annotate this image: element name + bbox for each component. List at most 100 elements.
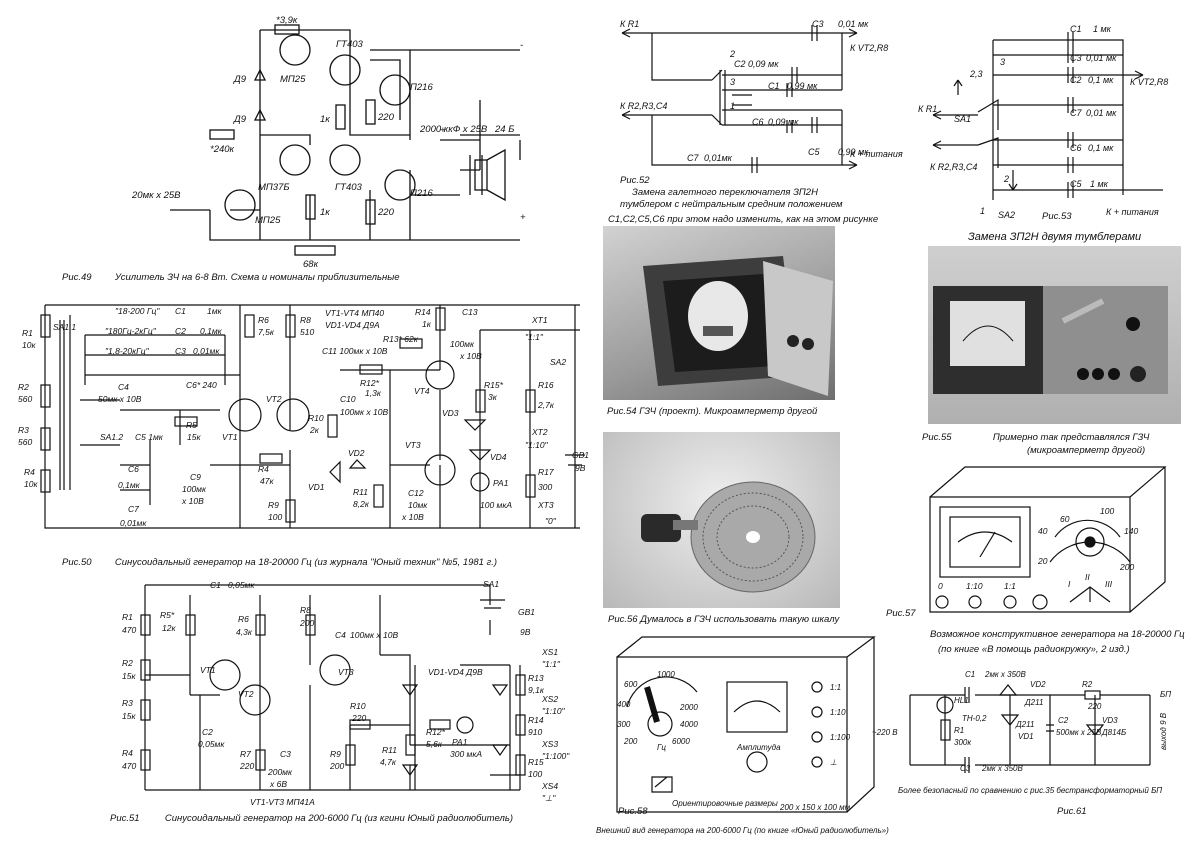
fig50-label: C9 [190, 472, 201, 482]
fig50-label: R4 [258, 464, 269, 474]
fig50-label: PA1 [493, 478, 509, 488]
two-toggles-schematic-fig53: C1 1 мк C3 0,01 мк C2 0,1 мк 2,3 3 К VT2… [918, 24, 1168, 220]
fig51-label: C4 [335, 630, 346, 640]
fig50-label: 47к [260, 476, 274, 486]
fig49-label: *240к [210, 144, 235, 155]
fig53-label: 3 [1000, 57, 1005, 67]
fig50-label: R17 [538, 467, 554, 477]
fig51-label: 200 [329, 761, 344, 771]
fig58-label: 1:10 [830, 708, 846, 717]
fig51-label: R12* [426, 727, 446, 737]
fig49-label: 1к [320, 114, 330, 125]
fig58-label: 4000 [680, 720, 698, 729]
fig50-label: 100 [268, 512, 282, 522]
fig50-label: 100мк [182, 484, 207, 494]
fig50-label: C2 [175, 326, 186, 336]
fig51-label: 470 [122, 761, 136, 771]
fig53-caption-number: Рис.53 [1042, 211, 1072, 222]
fig49-label: МП37Б [258, 182, 290, 193]
fig50-label: C12 [408, 488, 424, 498]
fig52-label: C6 [752, 117, 764, 127]
fig61-label: TH-0,2 [962, 714, 987, 723]
fig53-label: 2 [1003, 174, 1009, 184]
fig58-label: 2000 [679, 703, 698, 712]
fig61-label: Д211 [1024, 698, 1043, 707]
fig61-label: 2мк х 350В [981, 764, 1024, 773]
fig49-caption-number: Рис.49 [62, 272, 92, 283]
fig52-label: 0,01мк [704, 153, 733, 163]
fig51-label: 12к [162, 623, 176, 633]
fig50-label: R1 [22, 328, 33, 338]
fig53-label: 0,1 мк [1088, 75, 1114, 85]
fig50-label: C11 100мк х 10В [322, 346, 388, 356]
fig49-label: 2000 ккФ х 25В [419, 124, 488, 135]
fig49-label: ГТ403 [336, 39, 364, 50]
fig57-label: III [1105, 579, 1113, 589]
fig50-label: R13* 62к [383, 334, 419, 344]
fig49-label: + [520, 212, 526, 223]
fig57-caption-line: (по книге «В помощь радиокружку», 2 изд.… [938, 644, 1130, 655]
fig49-label: + [440, 125, 446, 136]
fig51-label: R3 [122, 698, 133, 708]
fig52-label: 2 [729, 49, 735, 59]
fig50-label: 50мк х 10В [98, 394, 142, 404]
fig51-label: XS3 [541, 739, 558, 749]
fig58-label: Гц [657, 743, 666, 752]
fig53-label: 1 мк [1090, 179, 1109, 189]
fig51-label: C1 [210, 580, 221, 590]
fig52-caption-line: тумблером с нейтральным средним положени… [620, 199, 843, 210]
fig58-label: 6000 [672, 737, 690, 746]
fig50-label: VD1-VD4 Д9А [325, 320, 380, 330]
fig53-label: C2 [1070, 75, 1082, 85]
fig58-label: 300 [617, 720, 631, 729]
fig50-label: 1,3к [365, 388, 382, 398]
fig50-label: "1:1" [525, 332, 544, 342]
fig57-label: 40 [1038, 526, 1048, 536]
fig53-label: К + питания [1106, 207, 1159, 217]
fig61-label: Д814Б [1101, 728, 1126, 737]
fig51-label: 300 мкА [450, 749, 482, 759]
fig61-label: VD3 [1102, 716, 1118, 725]
fig57-label: 60 [1060, 514, 1070, 524]
fig53-label: К VT2,R8 [1130, 77, 1168, 87]
fig50-label: R3 [18, 425, 29, 435]
fig52-label: К R1 [620, 19, 639, 29]
fig50-label: 0,01мк [120, 518, 147, 528]
fig57-label: 1:10 [966, 581, 983, 591]
fig61-label: R1 [954, 726, 964, 735]
fig52-caption-line: Замена галетного переключателя ЗП2Н [632, 187, 818, 198]
fig52-label: C3 [812, 19, 824, 29]
fig58-caption: Внешний вид генератора на 200-6000 Гц (п… [596, 826, 889, 835]
fig50-label: "1:10" [525, 440, 549, 450]
fig55-caption-line: Примерно так представлялся ГЗЧ [992, 432, 1150, 443]
fig57-label: 100 [1100, 506, 1114, 516]
fig50-label: 560 [18, 437, 32, 447]
fig51-label: PA1 [452, 737, 468, 747]
fig50-label: R6 [258, 315, 269, 325]
scale-disc-photo [603, 432, 840, 608]
fig50-label: "1,8-20кГц" [105, 346, 150, 356]
fig50-label: 0,1мк [118, 480, 141, 490]
fig50-label: R14 [415, 307, 431, 317]
fig51-label: VT1 [200, 665, 216, 675]
fig50-label: C5 1мк [135, 432, 164, 442]
fig49-label: 220 [377, 112, 395, 123]
fig50-label: C6 [128, 464, 139, 474]
fig51-label: XS4 [541, 781, 558, 791]
fig51-label: SA1 [483, 579, 499, 589]
fig50-label: 2,7к [537, 400, 555, 410]
fig58-label: ⊥ [830, 758, 837, 767]
fig49-label: МП25 [280, 74, 306, 85]
fig50-label: VD4 [490, 452, 507, 462]
fig50-label: VT1 [222, 432, 238, 442]
fig53-label: C3 [1070, 53, 1082, 63]
fig51-label: R2 [122, 658, 133, 668]
fig53-label: 1 [980, 206, 985, 216]
fig51-caption: Синусоидальный генератор на 200-6000 Гц … [164, 813, 514, 824]
fig50-label: C4 [118, 382, 129, 392]
power-supply-schematic-fig61: C1 2мк х 350В VD2 Д211 R2 220 БП HL1 TH-… [872, 670, 1171, 773]
fig58-label: Ориентировочные размеры [672, 799, 778, 808]
fig61-label: 220 [1087, 702, 1102, 711]
fig50-label: х 10В [401, 512, 424, 522]
fig51-label: VD1-VD4 Д9В [428, 667, 483, 677]
